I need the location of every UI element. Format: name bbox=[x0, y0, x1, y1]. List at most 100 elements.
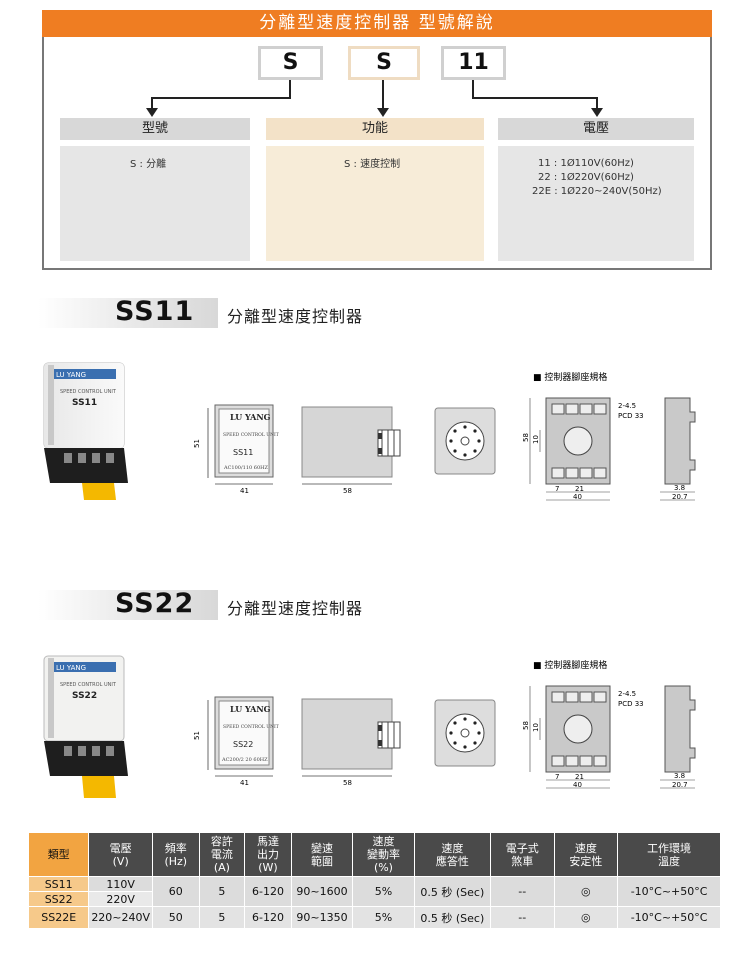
label-line1-2: SPEED CONTROL UNIT bbox=[223, 724, 279, 730]
pin-h2-2: 10 bbox=[532, 723, 540, 732]
photo-small: SPEED CONTROL UNIT bbox=[60, 389, 117, 395]
cell-response: 0.5 秒 (Sec) bbox=[413, 876, 491, 907]
th-temperature: 工作環境溫度 bbox=[617, 832, 721, 877]
pin-a-2: 7 bbox=[555, 773, 559, 781]
cell-model: SS11 bbox=[27, 876, 90, 892]
cell-power: 6-120 bbox=[244, 906, 292, 929]
photo-small-2: SPEED CONTROL UNIT bbox=[60, 682, 117, 688]
pin-c: 3.8 bbox=[674, 484, 685, 492]
column-body-voltage: 11 : 1Ø110V(60Hz) 22 : 1Ø220V(60Hz) 22E … bbox=[498, 146, 694, 261]
cell-brake: -- bbox=[489, 876, 555, 907]
th-type: 類型 bbox=[27, 832, 90, 877]
dim-height-2: 51 bbox=[193, 731, 201, 740]
th-brake: 電子式煞車 bbox=[489, 832, 555, 877]
dim-front-w-2: 41 bbox=[240, 779, 249, 787]
cell-variation: 5% bbox=[352, 906, 415, 929]
cell-variation: 5% bbox=[352, 876, 415, 907]
column-body-function: S : 速度控制 bbox=[266, 146, 484, 261]
label-brand: LU YANG bbox=[230, 412, 271, 422]
voltage-line-11: 11 : 1Ø110V(60Hz) bbox=[538, 158, 634, 169]
decode-arrows bbox=[146, 80, 603, 117]
cell-voltage: 220~240V bbox=[88, 906, 153, 929]
product-photo-ss11: LU YANG SPEED CONTROL UNIT SS11 bbox=[43, 362, 128, 500]
model-name-ss22: SS22 bbox=[115, 588, 195, 619]
product-photo-ss22: LU YANG SPEED CONTROL UNIT SS22 bbox=[43, 655, 128, 798]
cell-power: 6-120 bbox=[244, 876, 292, 907]
th-power: 馬達出力(W) bbox=[244, 832, 292, 877]
column-head-model: 型號 bbox=[60, 118, 250, 140]
pin-w: 40 bbox=[573, 493, 582, 501]
pin-h-2: 58 bbox=[522, 721, 530, 730]
pin-h2: 10 bbox=[532, 435, 540, 444]
spec-table: 類型 電壓(V) 頻率(Hz) 容許電流(A) 馬達出力(W) 變速範圍 速度變… bbox=[27, 832, 721, 929]
label-line1: SPEED CONTROL UNIT bbox=[223, 432, 279, 438]
th-response: 速度應答性 bbox=[413, 832, 491, 877]
photo-model: SS11 bbox=[72, 398, 97, 408]
pin-a: 7 bbox=[555, 485, 559, 493]
voltage-line-22e: 22E : 1Ø220~240V(50Hz) bbox=[532, 186, 662, 197]
column-body-model: S : 分離 bbox=[60, 146, 250, 261]
code-box-function: S bbox=[348, 46, 420, 80]
table-row: SS22E 220~240V 50 5 6-120 90~1350 5% 0.5… bbox=[27, 906, 721, 929]
pin-c-2: 3.8 bbox=[674, 772, 685, 780]
cell-voltage: 110V bbox=[88, 876, 153, 892]
dim-front-w: 41 bbox=[240, 487, 249, 495]
cell-response: 0.5 秒 (Sec) bbox=[413, 906, 491, 929]
dim-side-w: 58 bbox=[343, 487, 352, 495]
label-brand-2: LU YANG bbox=[230, 704, 271, 714]
column-head-function: 功能 bbox=[266, 118, 484, 140]
function-code-line: S : 速度控制 bbox=[344, 159, 401, 170]
pin-d: 20.7 bbox=[672, 493, 688, 501]
pin-pcd: PCD 33 bbox=[618, 412, 644, 420]
th-voltage: 電壓(V) bbox=[88, 832, 153, 877]
cell-temperature: -10°C~+50°C bbox=[617, 906, 721, 929]
th-frequency: 頻率(Hz) bbox=[151, 832, 200, 877]
pin-b-2: 21 bbox=[575, 773, 584, 781]
th-variation: 速度變動率(%) bbox=[352, 832, 415, 877]
photo-brand: LU YANG bbox=[56, 371, 86, 379]
code-box-type: S bbox=[258, 46, 323, 80]
label-name-2: SS22 bbox=[233, 740, 253, 749]
column-head-voltage: 電壓 bbox=[498, 118, 694, 140]
model-band-ss11 bbox=[38, 298, 218, 328]
label-name: SS11 bbox=[233, 448, 253, 457]
pin-w-2: 40 bbox=[573, 781, 582, 789]
pin-d-2: 20.7 bbox=[672, 781, 688, 789]
cell-temperature: -10°C~+50°C bbox=[617, 876, 721, 907]
model-desc-ss22: 分離型速度控制器 bbox=[227, 599, 364, 618]
cell-model: SS22E bbox=[27, 906, 90, 929]
cell-range: 90~1350 bbox=[290, 906, 354, 929]
code-box-voltage: 11 bbox=[441, 46, 506, 80]
decode-title: 分離型速度控制器 型號解說 bbox=[42, 10, 712, 37]
pin-title: ■ 控制器腳座規格 bbox=[533, 371, 607, 383]
dim-height: 51 bbox=[193, 439, 201, 448]
cell-stability: ◎ bbox=[553, 906, 619, 929]
pin-h: 58 bbox=[522, 433, 530, 442]
photo-model-2: SS22 bbox=[72, 691, 97, 701]
cell-range: 90~1600 bbox=[290, 876, 354, 907]
cell-current: 5 bbox=[198, 906, 246, 929]
model-code-line: S : 分離 bbox=[130, 159, 167, 170]
table-row: SS11 110V 60 5 6-120 90~1600 5% 0.5 秒 (S… bbox=[27, 876, 721, 907]
th-current: 容許電流(A) bbox=[198, 832, 246, 877]
pin-hole: 2-4.5 bbox=[618, 402, 636, 410]
th-range: 變速範圍 bbox=[290, 832, 354, 877]
label-volt: AC100/110 60HZ bbox=[223, 465, 269, 471]
cell-frequency: 50 bbox=[151, 906, 200, 929]
pin-hole-2: 2-4.5 bbox=[618, 690, 636, 698]
table-row: SS22 220V bbox=[27, 891, 721, 907]
pin-b: 21 bbox=[575, 485, 584, 493]
dim-side-w-2: 58 bbox=[343, 779, 352, 787]
model-name-ss11: SS11 bbox=[115, 296, 195, 327]
cell-brake: -- bbox=[489, 906, 555, 929]
cell-stability: ◎ bbox=[553, 876, 619, 907]
th-stability: 速度安定性 bbox=[553, 832, 619, 877]
model-desc-ss11: 分離型速度控制器 bbox=[227, 307, 364, 326]
spec-header-row: 類型 電壓(V) 頻率(Hz) 容許電流(A) 馬達出力(W) 變速範圍 速度變… bbox=[27, 832, 721, 877]
cell-frequency: 60 bbox=[151, 876, 200, 907]
pin-title-2: ■ 控制器腳座規格 bbox=[533, 659, 607, 671]
photo-brand-2: LU YANG bbox=[56, 664, 86, 672]
label-volt-2: AC200/2 20 60HZ bbox=[221, 757, 268, 763]
cell-voltage: 220V bbox=[88, 891, 153, 907]
drawings-ss22: 51 LU YANG SPEED CONTROL UNIT SS22 AC200… bbox=[193, 659, 696, 789]
